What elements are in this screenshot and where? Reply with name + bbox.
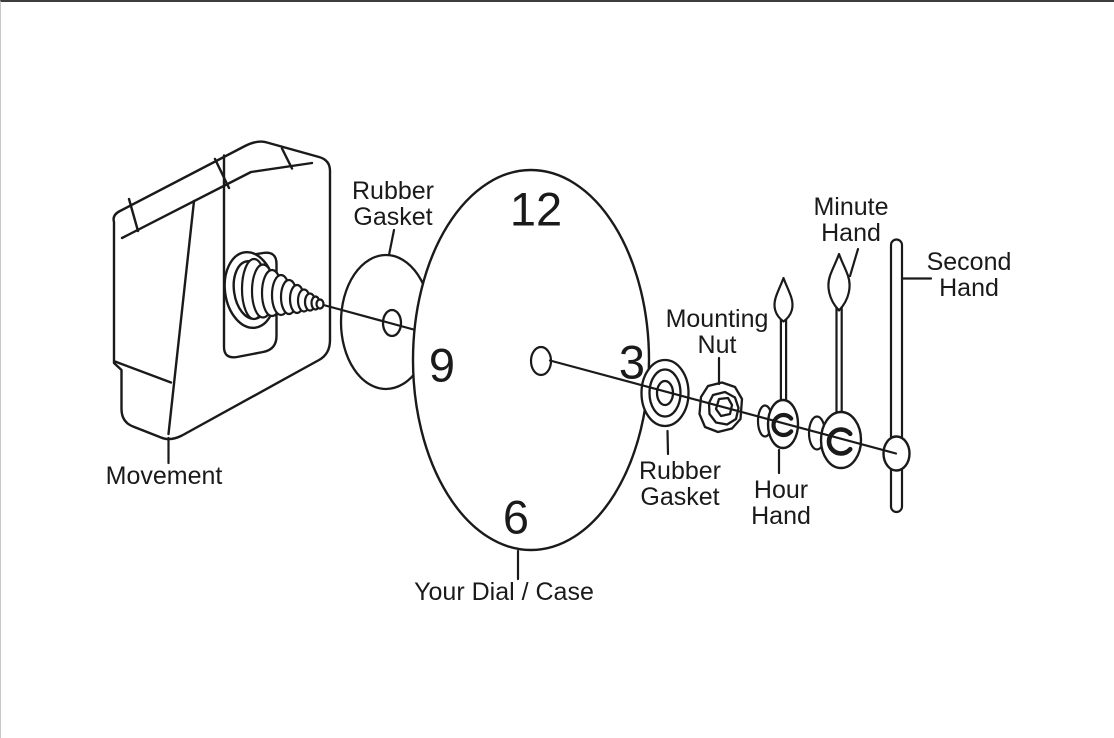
axis-line-right bbox=[548, 359, 898, 455]
label-second-hand: Second Hand bbox=[927, 249, 1012, 301]
label-line: Hand bbox=[821, 219, 881, 247]
mounting-nut-part bbox=[698, 381, 744, 434]
leader-lines bbox=[167, 228, 933, 581]
label-mounting-nut: Mounting Nut bbox=[666, 306, 769, 358]
minute-hand-part bbox=[807, 252, 863, 470]
label-line: Rubber bbox=[352, 177, 434, 205]
movement-outline bbox=[112, 140, 332, 441]
leader-rubber-gasket-right bbox=[666, 429, 670, 456]
label-minute-hand: Minute Hand bbox=[813, 194, 888, 246]
second-hand-part bbox=[882, 238, 911, 514]
dial-case bbox=[411, 168, 651, 552]
label-line: Rubber bbox=[639, 457, 721, 485]
label-line: Hand bbox=[751, 502, 811, 530]
minute-spade bbox=[827, 252, 851, 312]
minute-stem bbox=[835, 303, 843, 419]
threaded-shaft bbox=[240, 257, 325, 321]
label-line: Second bbox=[926, 248, 1012, 276]
label-movement: Movement bbox=[106, 463, 223, 489]
dial-numeral-6: 6 bbox=[503, 491, 529, 544]
movement-corner-seam-right bbox=[280, 147, 294, 170]
dial-numerals: 12 3 6 9 bbox=[429, 183, 645, 544]
label-hour-hand: Hour Hand bbox=[751, 477, 811, 529]
dial-numeral-3: 3 bbox=[619, 336, 645, 389]
hour-spade bbox=[773, 276, 794, 323]
movement-corner-seam-mid bbox=[213, 157, 231, 190]
movement-corner-seam-left bbox=[127, 197, 140, 233]
leader-minute-hand bbox=[848, 247, 860, 278]
movement-notch-seam bbox=[113, 360, 173, 384]
movement-recessed-panel bbox=[222, 154, 278, 359]
minute-hub-c-mark bbox=[826, 427, 853, 456]
label-line: Gasket bbox=[640, 483, 720, 511]
dial-numeral-9: 9 bbox=[429, 339, 455, 392]
label-line: Mounting bbox=[665, 305, 769, 333]
movement-front-left-edge bbox=[167, 199, 196, 436]
label-dial-case: Your Dial / Case bbox=[414, 579, 594, 605]
rubber-gasket-right-part bbox=[640, 358, 690, 428]
label-line: Nut bbox=[697, 331, 737, 359]
label-line: Movement bbox=[105, 462, 223, 490]
leader-rubber-gasket-top bbox=[387, 228, 396, 257]
label-line: Gasket bbox=[353, 203, 433, 231]
minute-hub bbox=[819, 410, 863, 470]
hour-stem bbox=[779, 316, 788, 410]
label-line: Minute bbox=[813, 193, 889, 221]
dial-center-hole bbox=[529, 345, 553, 377]
label-rubber-gasket-right: Rubber Gasket bbox=[639, 458, 721, 510]
label-rubber-gasket-top: Rubber Gasket bbox=[352, 178, 434, 230]
label-line: Your Dial / Case bbox=[414, 578, 594, 606]
label-line: Hour bbox=[753, 476, 809, 504]
dial-numeral-12: 12 bbox=[510, 183, 562, 236]
label-line: Hand bbox=[939, 274, 999, 302]
hour-hub-c-mark bbox=[771, 412, 794, 438]
